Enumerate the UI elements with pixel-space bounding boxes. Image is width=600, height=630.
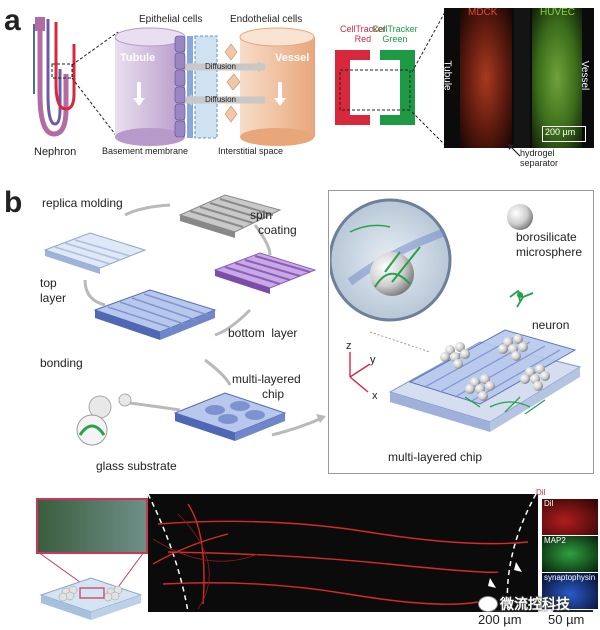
- top-line: top: [40, 276, 57, 290]
- celltracker-red-line2: Red: [354, 34, 372, 44]
- celltracker-red-line1: CellTracker: [340, 24, 386, 34]
- neuron-traces: [148, 494, 537, 612]
- panel-b-letter: b: [4, 186, 23, 219]
- spin-line: spin: [250, 208, 273, 222]
- neuron-label: neuron: [532, 318, 570, 332]
- inset-synaptophysin-label: synaptophysin: [544, 573, 596, 582]
- hydrogel-line1: hydrogel: [520, 148, 555, 158]
- multilayer-line: multi-layered: [232, 372, 301, 386]
- fabrication-diagram: [43, 194, 317, 446]
- bottom-layer-label: bottom layer: [228, 326, 298, 340]
- dil-top-label: Dil: [536, 488, 546, 497]
- glass-substrate-label: glass substrate: [96, 459, 177, 473]
- zoom-lines-a: [71, 31, 119, 139]
- spin-coating-label: spin coating: [250, 208, 297, 238]
- panel-a-letter: a: [4, 4, 21, 37]
- inset-map2: MAP2: [541, 535, 599, 573]
- mdck-channel: [460, 8, 512, 148]
- celltracker-green-line2: Green: [382, 34, 408, 44]
- hydrogel-separator-label: hydrogel separator: [520, 148, 558, 168]
- interstitial-space-label: Interstitial space: [218, 146, 284, 156]
- wechat-icon: [478, 596, 498, 612]
- chip-inset-schematic: [37, 551, 145, 620]
- top-layer-label: top layer: [40, 276, 66, 306]
- hydrogel-arrow: [508, 144, 521, 157]
- dil-neuron-micrograph: [148, 494, 538, 612]
- axis-z-label: z: [346, 340, 352, 352]
- chip-inset-top: [36, 498, 148, 554]
- celltracker-red-label: CellTracker Red: [340, 24, 386, 44]
- chip-line: chip: [262, 387, 285, 401]
- axis-y-label: y: [370, 354, 376, 366]
- multilayer-chip-label: multi-layered chip: [232, 372, 301, 402]
- hydrogel-line2: separator: [520, 158, 559, 168]
- borosilicate-line: borosilicate: [516, 230, 577, 244]
- vessel-label: Vessel: [275, 52, 310, 64]
- inset-dil: Dil: [541, 498, 599, 536]
- tubule-label: Tubule: [120, 52, 156, 64]
- basement-membrane-label: Basement membrane: [102, 146, 189, 156]
- inset-dil-label: Dil: [544, 499, 554, 508]
- endothelial-label: Endothelial cells: [230, 14, 303, 25]
- borosilicate-label: borosilicate microsphere: [516, 230, 582, 260]
- diffusion-label-2: Diffusion: [205, 95, 236, 104]
- watermark-text: 微流控科技: [500, 596, 570, 612]
- scale-200-label: 200 µm: [478, 612, 522, 627]
- axis-x-label: x: [372, 390, 378, 402]
- microsphere-line: microsphere: [516, 245, 583, 259]
- mdck-label: MDCK: [468, 8, 498, 18]
- coating-line: coating: [258, 223, 297, 237]
- celltracker-diagram: [335, 50, 415, 125]
- separator-band: [514, 8, 530, 148]
- inset-map2-label: MAP2: [544, 536, 566, 545]
- arrow-to-box: [271, 414, 326, 437]
- zoom-lines-a2: [412, 11, 446, 146]
- replica-molding-label: replica molding: [42, 196, 123, 210]
- layer-line: layer: [40, 291, 67, 305]
- diffusion-label-1: Diffusion: [205, 62, 236, 71]
- micro-tubule-label: Tubule: [444, 60, 453, 91]
- chip-with-microspheres: [330, 198, 582, 432]
- scale-bar-a-label: 200 µm: [545, 127, 576, 137]
- scale-bar-a: [542, 126, 586, 142]
- scale-50-label: 50 µm: [548, 612, 585, 627]
- epithelial-label: Epithelial cells: [139, 14, 203, 25]
- multilayer-chip-box-label: multi-layered chip: [388, 450, 483, 464]
- bonding-label: bonding: [40, 356, 83, 370]
- nephron-label: Nephron: [34, 146, 77, 158]
- celltracker-green-label: CellTracker Green: [372, 24, 418, 44]
- tubule-vessel-diagram: [115, 27, 315, 146]
- inset-synaptophysin: synaptophysin: [541, 572, 599, 610]
- micrograph-mdck-huvec: MDCK HUVEC Tubule Vessel 200 µm: [444, 8, 594, 148]
- scale-bar-200: [482, 610, 526, 612]
- micro-vessel-label: Vessel: [579, 60, 591, 91]
- celltracker-green-line1: CellTracker: [372, 24, 418, 34]
- huvec-label: HUVEC: [540, 8, 576, 18]
- scale-bar-50: [553, 610, 593, 612]
- nephron-diagram: [33, 17, 76, 137]
- huvec-channel: [532, 8, 582, 148]
